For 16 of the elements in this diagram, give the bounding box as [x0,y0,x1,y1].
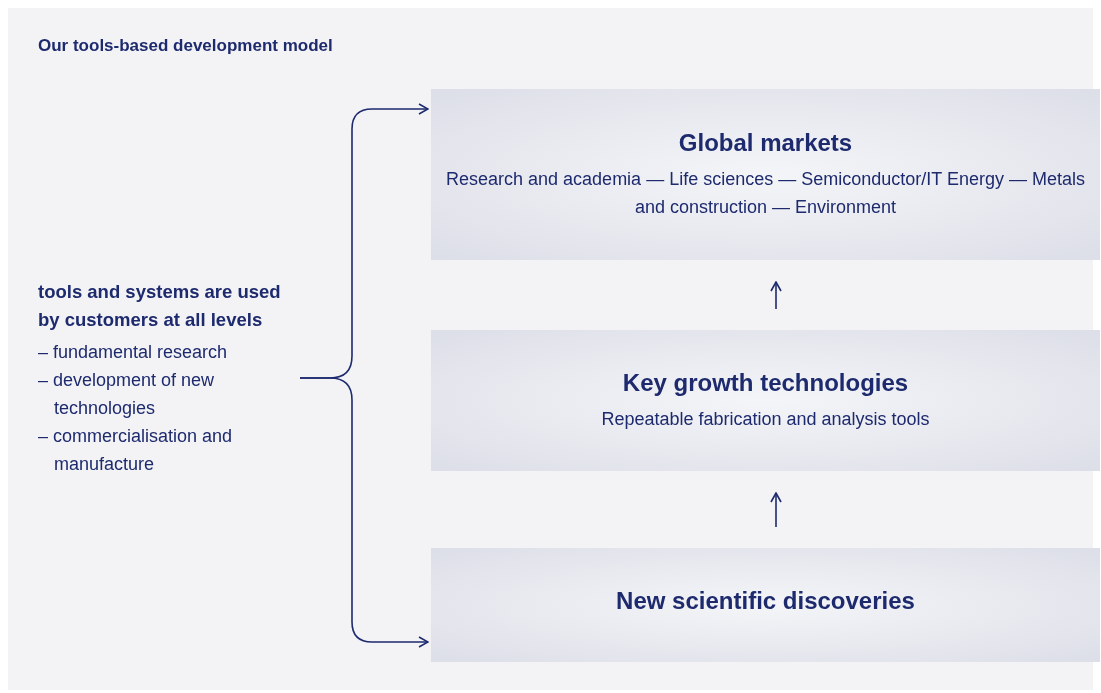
list-item: – commercialisation and manufacture [38,425,234,476]
stage-box [431,89,1100,260]
description: Repeatable fabrication and analysis tools [601,407,930,431]
description: Research and academia — Life sciences — Semiconductor/IT Energy — Metals and construction — Environment [445,167,1086,219]
brace-arrow [299,377,429,648]
arrow [770,492,782,528]
stage-box [431,330,1100,471]
heading: tools and systems are used by customers at all levels [38,280,282,332]
heading: Key growth technologies [622,368,909,397]
heading: Global markets [678,128,853,157]
heading: New scientific discoveries [616,587,915,615]
list-item: – development of new technologies [38,369,216,420]
diagram-title: Our tools-based development model [38,36,333,56]
list-item: – fundamental research [38,341,228,364]
stage-box [431,548,1100,662]
arrow [770,281,782,310]
